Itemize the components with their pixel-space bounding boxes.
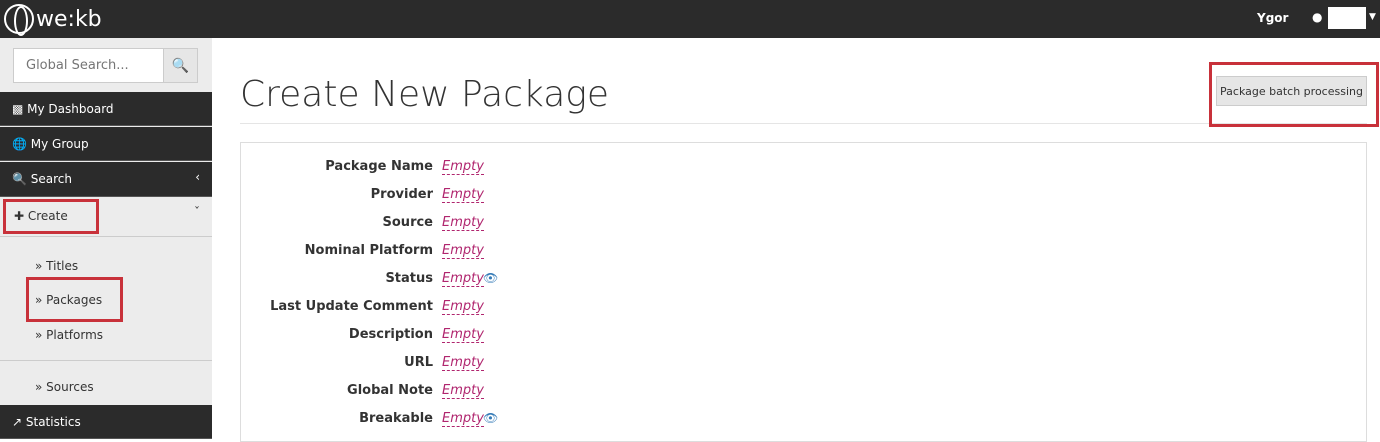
plus-icon: ✚	[14, 209, 28, 223]
label: Sources	[46, 380, 94, 394]
sidebar-sub-sources[interactable]: » Sources	[35, 380, 94, 394]
field-row: Provider Empty	[241, 187, 1368, 211]
sidebar-item-search[interactable]: 🔍 Search ‹	[0, 162, 212, 197]
logo-text: we:kb	[36, 6, 102, 32]
caret-down-icon[interactable]: ▼	[1369, 12, 1376, 22]
field-label: Status	[385, 271, 433, 286]
field-row: Last Update Comment Empty	[241, 299, 1368, 323]
label: My Group	[30, 137, 89, 151]
highlight-box	[26, 277, 123, 322]
divider	[0, 360, 212, 361]
label: Packages	[46, 293, 103, 307]
field-row: Nominal Platform Empty	[241, 243, 1368, 267]
search-icon: 🔍	[12, 172, 31, 186]
field-label: Breakable	[359, 411, 433, 426]
chevron-down-icon: ˇ	[194, 205, 200, 219]
field-value-editable[interactable]: Empty	[442, 411, 484, 427]
globe-icon: 🌐	[12, 137, 31, 151]
sidebar-item-create[interactable]: ✚ Create ˇ	[0, 197, 212, 237]
field-label: Package Name	[325, 159, 433, 174]
field-value-editable[interactable]: Empty	[442, 327, 484, 343]
top-bar: we:kb Ygor ● ▼	[0, 0, 1380, 38]
user-name[interactable]: Ygor	[1257, 11, 1289, 25]
field-value-editable[interactable]: Empty	[442, 159, 484, 175]
field-label: URL	[404, 355, 433, 370]
field-label: Source	[382, 215, 433, 230]
field-label: Provider	[370, 187, 433, 202]
field-value-editable[interactable]: Empty	[442, 299, 484, 315]
sidebar-item-statistics[interactable]: ↗ Statistics	[0, 405, 212, 439]
field-value-editable[interactable]: Empty	[442, 187, 484, 203]
logo[interactable]: we:kb	[4, 4, 102, 36]
field-row: Global Note Empty	[241, 383, 1368, 407]
search-button[interactable]: 🔍	[163, 49, 197, 82]
label: Search	[30, 172, 72, 186]
field-row: Status Empty👁	[241, 271, 1368, 295]
highlight-box	[3, 199, 99, 234]
user-icon: ●	[1312, 10, 1323, 24]
field-row: Source Empty	[241, 215, 1368, 239]
user-menu[interactable]	[1328, 7, 1366, 29]
label: Titles	[46, 259, 79, 273]
eye-icon[interactable]: 👁	[483, 411, 499, 425]
globe-logo-icon	[4, 4, 34, 36]
field-value-editable[interactable]: Empty	[442, 271, 484, 287]
field-row: URL Empty	[241, 355, 1368, 379]
divider	[240, 123, 1367, 124]
label: Statistics	[25, 415, 81, 429]
label: Platforms	[46, 328, 104, 342]
sidebar-item-group[interactable]: 🌐 My Group	[0, 127, 212, 161]
sidebar-sub-platforms[interactable]: » Platforms	[35, 328, 104, 342]
page-title: Create New Package	[240, 74, 609, 115]
field-label: Description	[348, 327, 433, 342]
field-value-editable[interactable]: Empty	[442, 243, 484, 259]
sidebar: 🔍 ▩ My Dashboard 🌐 My Group 🔍 Search ‹ ✚ …	[0, 38, 212, 439]
sidebar-item-dashboard[interactable]: ▩ My Dashboard	[0, 92, 212, 126]
global-search: 🔍	[13, 48, 198, 83]
package-batch-button[interactable]: Package batch processing	[1216, 76, 1367, 106]
sidebar-sub-titles[interactable]: » Titles	[35, 259, 79, 273]
chart-icon: ▩	[12, 102, 28, 116]
field-row: Breakable Empty👁	[241, 411, 1368, 435]
label: My Dashboard	[27, 102, 114, 116]
eye-icon[interactable]: 👁	[483, 271, 499, 285]
chevron-left-icon: ‹	[195, 170, 200, 184]
field-row: Package Name Empty	[241, 159, 1368, 183]
global-search-input[interactable]	[14, 49, 163, 82]
label: Create	[27, 209, 68, 223]
field-row: Description Empty	[241, 327, 1368, 351]
highlight-box	[1209, 62, 1379, 127]
field-value-editable[interactable]: Empty	[442, 215, 484, 231]
field-value-editable[interactable]: Empty	[442, 355, 484, 371]
sidebar-sub-packages[interactable]: » Packages	[35, 293, 103, 307]
field-label: Nominal Platform	[304, 243, 433, 258]
field-label: Last Update Comment	[270, 299, 433, 314]
line-chart-icon: ↗	[12, 415, 26, 429]
field-label: Global Note	[347, 383, 433, 398]
field-value-editable[interactable]: Empty	[442, 383, 484, 399]
